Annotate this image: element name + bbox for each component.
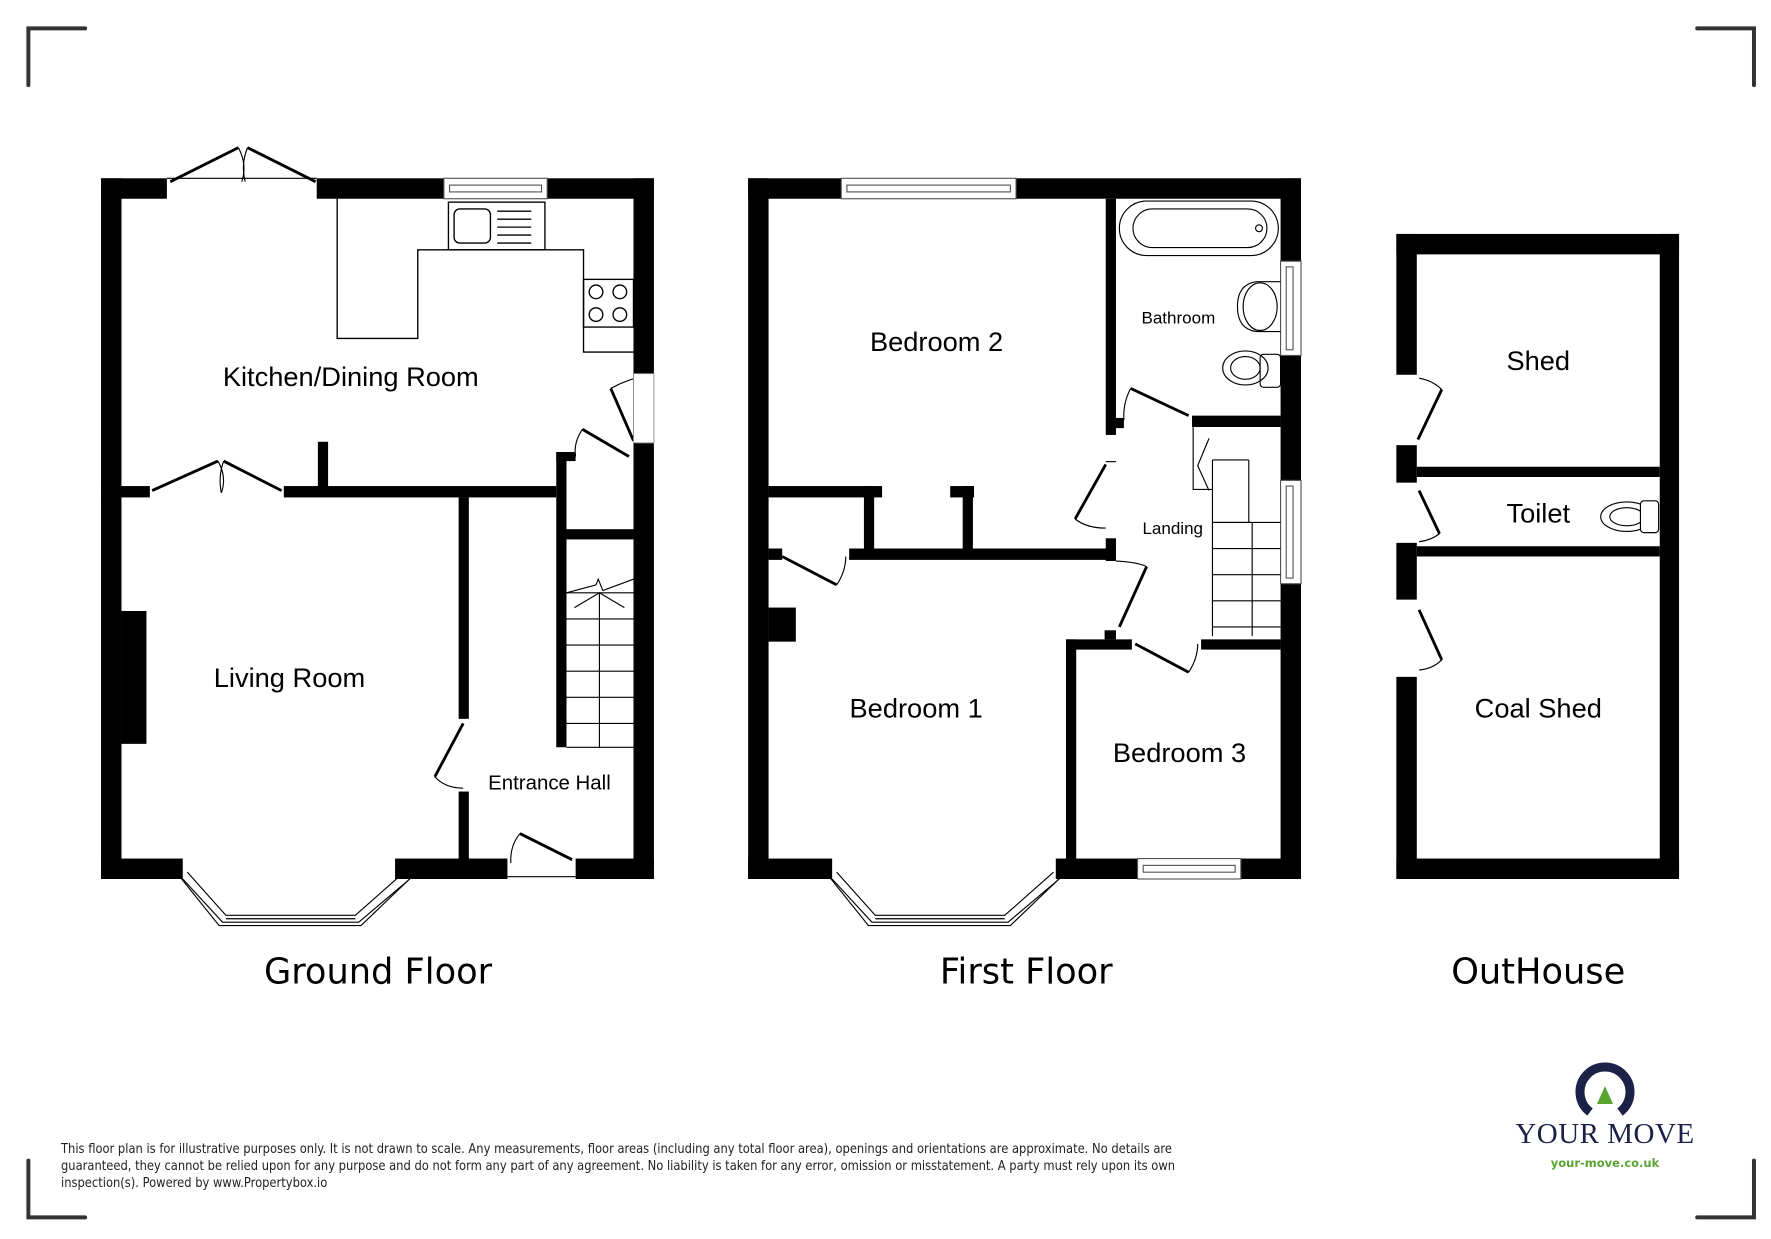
outhouse-plan: Shed Toilet Coal Shed OutHouse	[1396, 233, 1680, 992]
floor-title-ground: Ground Floor	[264, 951, 493, 992]
room-label-bedroom-2: Bedroom 2	[870, 326, 1003, 357]
disclaimer-text: This floor plan is for illustrative purp…	[61, 1141, 1248, 1192]
ground-floor-plan: Kitchen/Dining Room Living Room Entrance…	[101, 146, 655, 992]
logo-url: your-move.co.uk	[1550, 1156, 1660, 1170]
first-floor-plan: Bedroom 2 Bathroom Landing Bedroom 1 Bed…	[748, 177, 1302, 992]
floor-title-outhouse: OutHouse	[1451, 951, 1625, 992]
room-label-entrance-hall: Entrance Hall	[488, 772, 611, 794]
floor-title-first: First Floor	[940, 951, 1113, 992]
room-label-bathroom: Bathroom	[1142, 309, 1216, 328]
crop-marks	[26, 26, 1756, 1220]
disclaimer-line-3: inspection(s). Powered by www.Propertybo…	[61, 1176, 328, 1191]
room-label-kitchen-dining: Kitchen/Dining Room	[223, 361, 479, 392]
room-label-bedroom-3: Bedroom 3	[1113, 737, 1246, 768]
room-label-shed: Shed	[1506, 345, 1570, 376]
room-label-toilet: Toilet	[1506, 497, 1570, 528]
your-move-logo: YOUR MOVE your-move.co.uk	[1505, 1058, 1705, 1170]
room-label-coal-shed: Coal Shed	[1475, 693, 1602, 724]
room-label-living-room: Living Room	[214, 662, 365, 693]
disclaimer-line-2: guaranteed, they cannot be relied upon f…	[61, 1159, 1176, 1174]
room-label-landing: Landing	[1142, 519, 1203, 538]
logo-location-icon	[1575, 1062, 1635, 1116]
room-label-bedroom-1: Bedroom 1	[850, 693, 983, 724]
disclaimer-line-1: This floor plan is for illustrative purp…	[61, 1142, 1172, 1157]
logo-name: YOUR MOVE	[1515, 1118, 1695, 1150]
